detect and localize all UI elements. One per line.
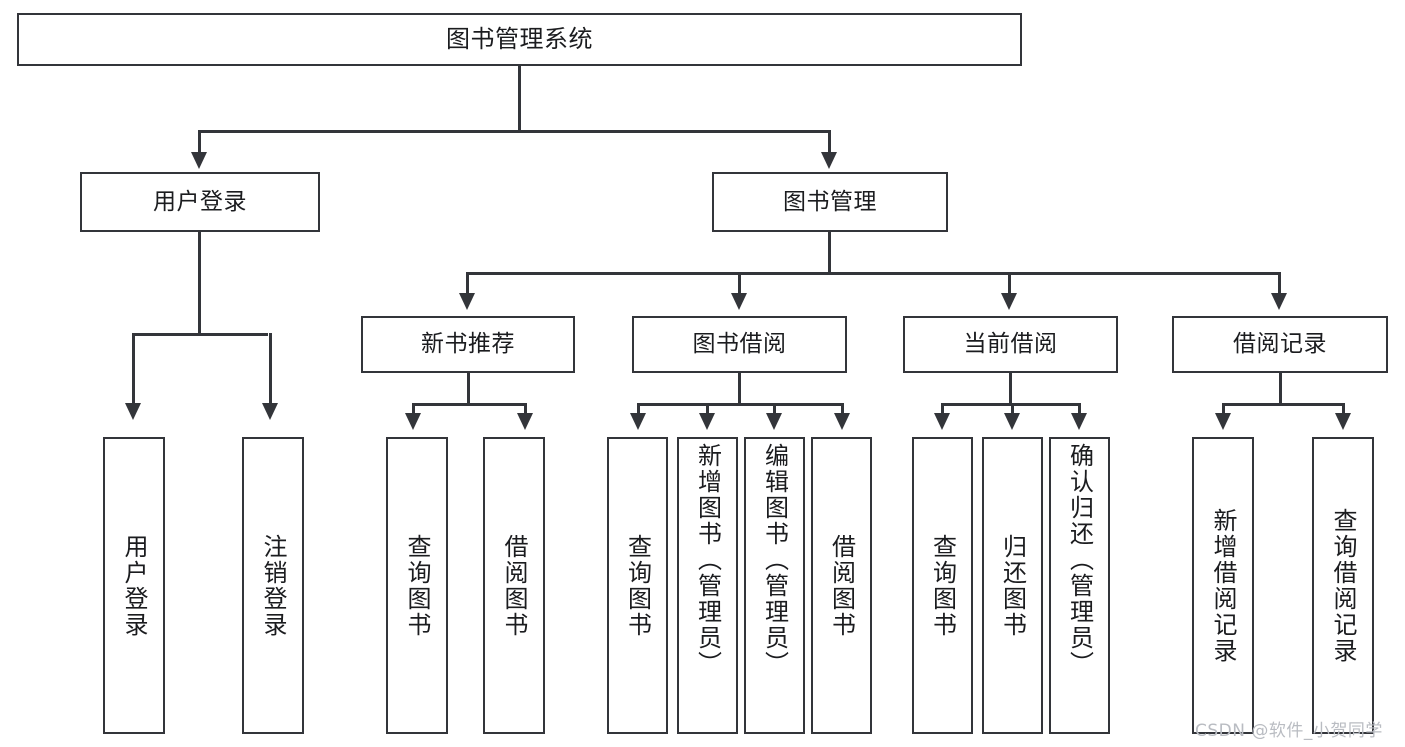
connector-user-login-bar [132,333,268,336]
leaf-add-borrow-record[interactable]: 新增借阅记录 [1192,437,1254,734]
connector-book-manage-drop-4 [1278,272,1281,295]
leaf-query-book-recommend[interactable]: 查询图书 [386,437,448,734]
node-label: 新增借阅记录 [1209,507,1237,664]
connector-book-borrow-drop-3 [773,403,776,415]
connector-book-manage-bar [466,272,1280,275]
connector-borrow-record-trunk [1279,373,1282,405]
leaf-logout[interactable]: 注销登录 [242,437,304,734]
connector-borrow-record-drop-1 [1222,403,1225,415]
connector-root-trunk [518,66,521,132]
connector-current-borrow-bar [941,403,1080,406]
connector-user-login-trunk [198,232,201,335]
connector-book-manage-drop-3 [1008,272,1011,295]
arrow-to-book-borrow [731,293,747,310]
connector-book-manage-drop-1 [466,272,469,295]
connector-current-borrow-drop-3 [1078,403,1081,415]
leaf-borrow-book[interactable]: 借阅图书 [811,437,872,734]
arrow-book-borrow-leaf-4 [834,413,850,430]
connector-user-login-drop-1 [132,333,135,405]
connector-book-manage-drop-2 [738,272,741,295]
connector-current-borrow-drop-1 [941,403,944,415]
connector-book-borrow-drop-4 [841,403,844,415]
leaf-add-book-admin[interactable]: 新增图书（管理员） [677,437,738,734]
leaf-edit-book-admin[interactable]: 编辑图书（管理员） [744,437,805,734]
node-label: 查询图书 [623,533,652,638]
node-label: 确认归还（管理员） [1065,443,1094,677]
node-current-borrow[interactable]: 当前借阅 [903,316,1118,373]
connector-book-borrow-drop-1 [637,403,640,415]
connector-root-bar [198,130,830,133]
node-book-borrow[interactable]: 图书借阅 [632,316,847,373]
arrow-current-borrow-leaf-1 [934,413,950,430]
watermark-csdn: CSDN @软件_小贺同学 [1195,721,1383,741]
node-label: 图书管理系统 [446,24,593,53]
connector-new-book-drop-2 [524,403,527,415]
connector-new-book-trunk [467,373,470,405]
node-label: 图书借阅 [692,331,787,358]
node-root-system[interactable]: 图书管理系统 [17,13,1022,66]
arrow-new-book-leaf-2 [517,413,533,430]
node-label: 用户登录 [153,188,247,215]
leaf-return-book[interactable]: 归还图书 [982,437,1043,734]
node-label: 用户登录 [120,533,148,638]
arrow-to-borrow-record [1271,293,1287,310]
leaf-query-book-borrow[interactable]: 查询图书 [607,437,668,734]
node-label: 图书管理 [783,188,877,215]
leaf-user-login[interactable]: 用户登录 [103,437,165,734]
leaf-borrow-book-recommend[interactable]: 借阅图书 [483,437,545,734]
node-label: 查询图书 [928,533,957,638]
connector-book-borrow-bar [637,403,843,406]
arrow-borrow-record-leaf-2 [1335,413,1351,430]
arrow-to-new-book-recommend [459,293,475,310]
node-label: 新书推荐 [421,331,515,358]
connector-book-borrow-trunk [738,373,741,405]
connector-current-borrow-drop-2 [1011,403,1014,415]
connector-borrow-record-drop-2 [1342,403,1345,415]
arrow-new-book-leaf-1 [405,413,421,430]
node-label: 借阅记录 [1233,331,1327,358]
node-label: 归还图书 [998,533,1027,638]
arrow-to-current-borrow [1001,293,1017,310]
connector-book-borrow-drop-2 [706,403,709,415]
arrow-current-borrow-leaf-3 [1071,413,1087,430]
connector-user-login-drop-2 [269,333,272,405]
arrow-to-leaf-logout [262,403,278,420]
node-label: 查询图书 [403,533,431,638]
leaf-query-borrow-record[interactable]: 查询借阅记录 [1312,437,1374,734]
arrow-book-borrow-leaf-3 [766,413,782,430]
node-borrow-record[interactable]: 借阅记录 [1172,316,1388,373]
node-label: 查询借阅记录 [1329,507,1357,664]
connector-borrow-record-bar [1222,403,1344,406]
connector-root-to-user-login [198,130,201,154]
node-label: 注销登录 [259,533,287,638]
node-book-management[interactable]: 图书管理 [712,172,948,232]
connector-current-borrow-trunk [1009,373,1012,405]
node-label: 编辑图书（管理员） [760,443,789,677]
connector-new-book-bar [412,403,526,406]
arrow-borrow-record-leaf-1 [1215,413,1231,430]
node-label: 借阅图书 [500,533,528,638]
node-new-book-recommend[interactable]: 新书推荐 [361,316,575,373]
leaf-query-book-current[interactable]: 查询图书 [912,437,973,734]
arrow-book-borrow-leaf-2 [699,413,715,430]
leaf-confirm-return-admin[interactable]: 确认归还（管理员） [1049,437,1110,734]
arrow-to-leaf-user-login [125,403,141,420]
arrow-book-borrow-leaf-1 [630,413,646,430]
node-label: 借阅图书 [827,533,856,638]
node-label: 当前借阅 [963,331,1058,358]
connector-new-book-drop-1 [412,403,415,415]
connector-book-manage-trunk [828,232,831,274]
arrow-root-to-book-manage [821,152,837,169]
node-user-login[interactable]: 用户登录 [80,172,320,232]
connector-root-to-book-manage [828,130,831,154]
arrow-current-borrow-leaf-2 [1004,413,1020,430]
node-label: 新增图书（管理员） [693,443,722,677]
arrow-root-to-user-login [191,152,207,169]
